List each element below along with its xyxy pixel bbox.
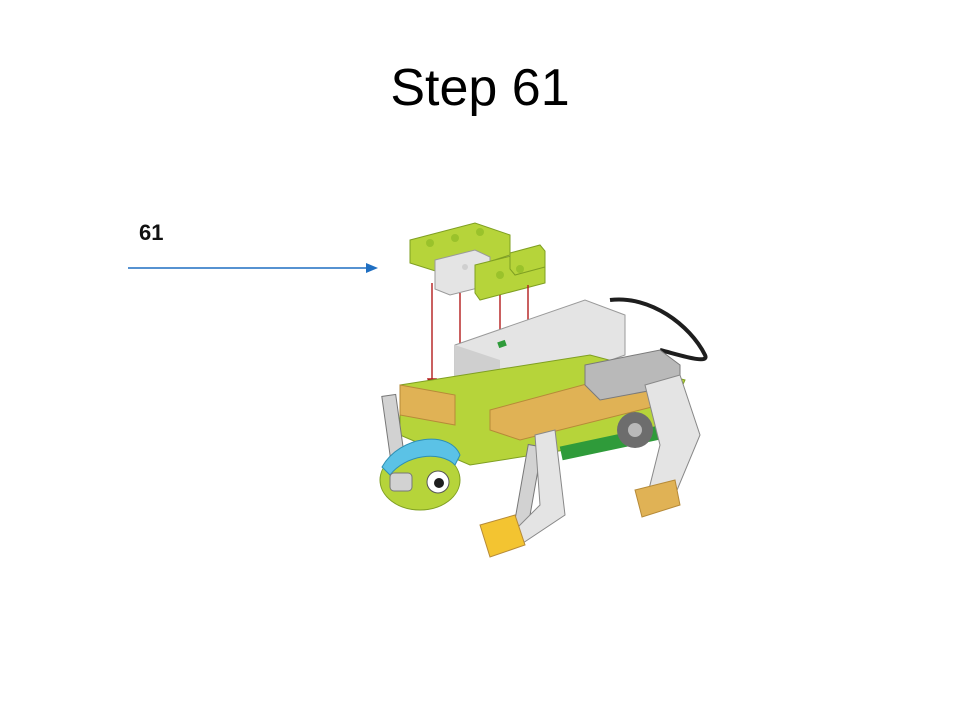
slide-title: Step 61 <box>390 59 570 117</box>
turtle-head <box>379 438 461 511</box>
legs <box>479 374 701 558</box>
lego-turtle-model <box>379 222 708 558</box>
step-number: 61 <box>139 220 164 245</box>
pointer-arrow <box>128 263 378 273</box>
axle-assembly <box>559 412 671 461</box>
new-brick-assembly <box>409 222 546 301</box>
cable <box>609 297 708 362</box>
